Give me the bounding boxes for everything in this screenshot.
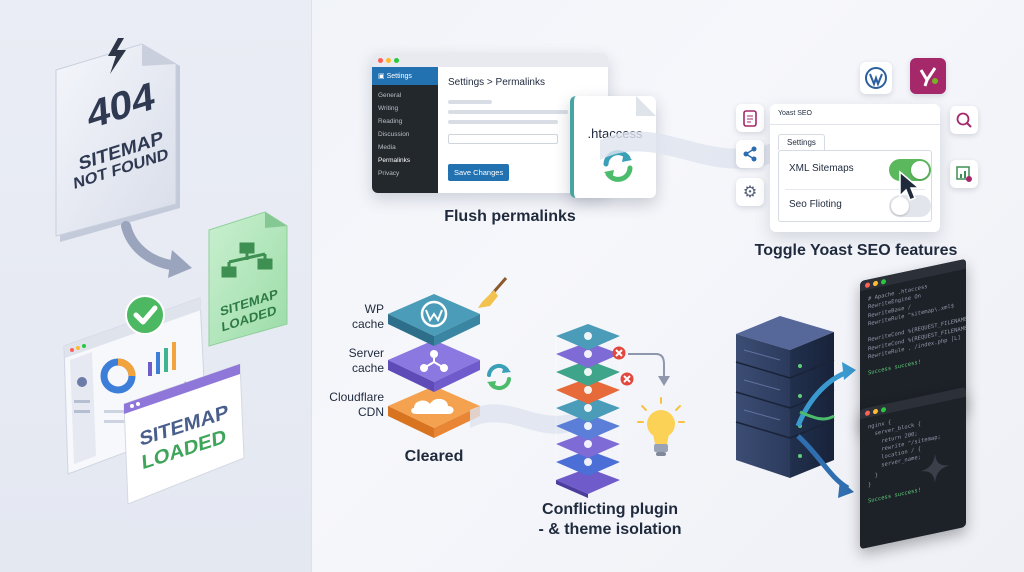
isolate-arrow-icon — [628, 353, 670, 386]
sidebar-item-discussion[interactable]: Discussion — [378, 131, 410, 138]
sidebar-active-label: Settings — [386, 73, 412, 80]
xml-sitemaps-label: XML Sitemaps — [789, 163, 854, 174]
cleared-caption: Cleared — [404, 448, 464, 465]
toggle-knob — [891, 197, 909, 215]
seo-search-icon[interactable] — [950, 106, 978, 134]
broom-icon — [478, 277, 508, 308]
page-title: Settings > Permalinks — [448, 77, 545, 88]
settings-icon: ▣ — [378, 73, 385, 80]
placeholder-bar — [448, 120, 558, 124]
toggle-knob — [911, 161, 929, 179]
transition-arrow-icon — [121, 221, 192, 278]
divider — [770, 124, 940, 125]
placeholder-bar — [448, 100, 492, 104]
sitemap-not-found-document — [55, 43, 180, 242]
wordpress-logo-icon — [860, 62, 892, 94]
yoast-logo-icon — [910, 58, 946, 94]
save-changes-button[interactable]: Save Changes — [448, 164, 510, 181]
plugin-theme-stack — [555, 324, 621, 498]
wp-admin-sidebar: ▣ Settings General Writing Reading Discu… — [372, 67, 438, 193]
minimize-dot[interactable] — [386, 57, 391, 63]
yoast-card-title: Yoast SEO — [778, 110, 812, 117]
connector-ribbon — [470, 404, 580, 434]
close-dot[interactable] — [378, 57, 383, 63]
maximize-dot[interactable] — [394, 57, 399, 63]
analytics-icon[interactable] — [950, 160, 978, 188]
plugin-isolation-caption: Conflicting plugin - & theme isolation — [538, 501, 682, 538]
sidebar-item-media[interactable]: Media — [378, 144, 396, 151]
connection-arrows — [795, 362, 856, 498]
placeholder-bar — [448, 110, 568, 114]
flush-permalinks-caption: Flush permalinks — [444, 208, 576, 225]
sync-icon — [487, 363, 511, 391]
divider — [785, 189, 925, 190]
seo-flioting-toggle[interactable] — [889, 195, 931, 217]
sidebar-item-settings[interactable]: ▣ Settings — [372, 67, 438, 85]
tab-settings[interactable]: Settings — [778, 134, 825, 150]
window-titlebar — [372, 53, 608, 67]
nginx-terminal: nginx { server_block { return 200; rewri… — [860, 386, 966, 550]
conflict-x-icon — [612, 346, 626, 360]
server-rack — [735, 316, 835, 478]
gear-icon[interactable]: ⚙ — [736, 178, 764, 206]
seo-flioting-label: Seo Flioting — [789, 199, 842, 210]
sitemap-loaded-card — [123, 363, 245, 505]
permalink-input[interactable] — [448, 134, 558, 144]
sparkle-icon — [920, 453, 950, 484]
mouse-cursor-icon — [899, 170, 922, 201]
sidebar-item-permalinks[interactable]: Permalinks — [378, 157, 411, 164]
lightbulb-icon — [637, 397, 685, 456]
yoast-settings-card: Yoast SEO Settings XML Sitemaps Seo Flio… — [770, 104, 940, 232]
conflict-x-icon — [620, 372, 634, 386]
connector-ribbon — [600, 131, 780, 169]
lightning-crack-icon — [108, 38, 126, 74]
sidebar-item-general[interactable]: General — [378, 92, 402, 99]
toggle-yoast-caption: Toggle Yoast SEO features — [754, 242, 958, 259]
share-icon[interactable] — [736, 140, 764, 168]
sitemap-loaded-document — [208, 211, 288, 347]
sidebar-item-privacy[interactable]: Privacy — [378, 170, 400, 177]
sidebar-item-writing[interactable]: Writing — [378, 105, 399, 112]
wordpress-permalinks-window: ▣ Settings General Writing Reading Discu… — [372, 53, 608, 193]
clipboard-icon[interactable] — [736, 104, 764, 132]
wp-main-area: Settings > Permalinks Save Changes — [438, 67, 608, 193]
file-fold-icon — [636, 96, 656, 116]
sidebar-item-reading[interactable]: Reading — [378, 118, 403, 125]
success-check-icon — [125, 295, 165, 335]
cache-layer-stack — [388, 294, 480, 438]
